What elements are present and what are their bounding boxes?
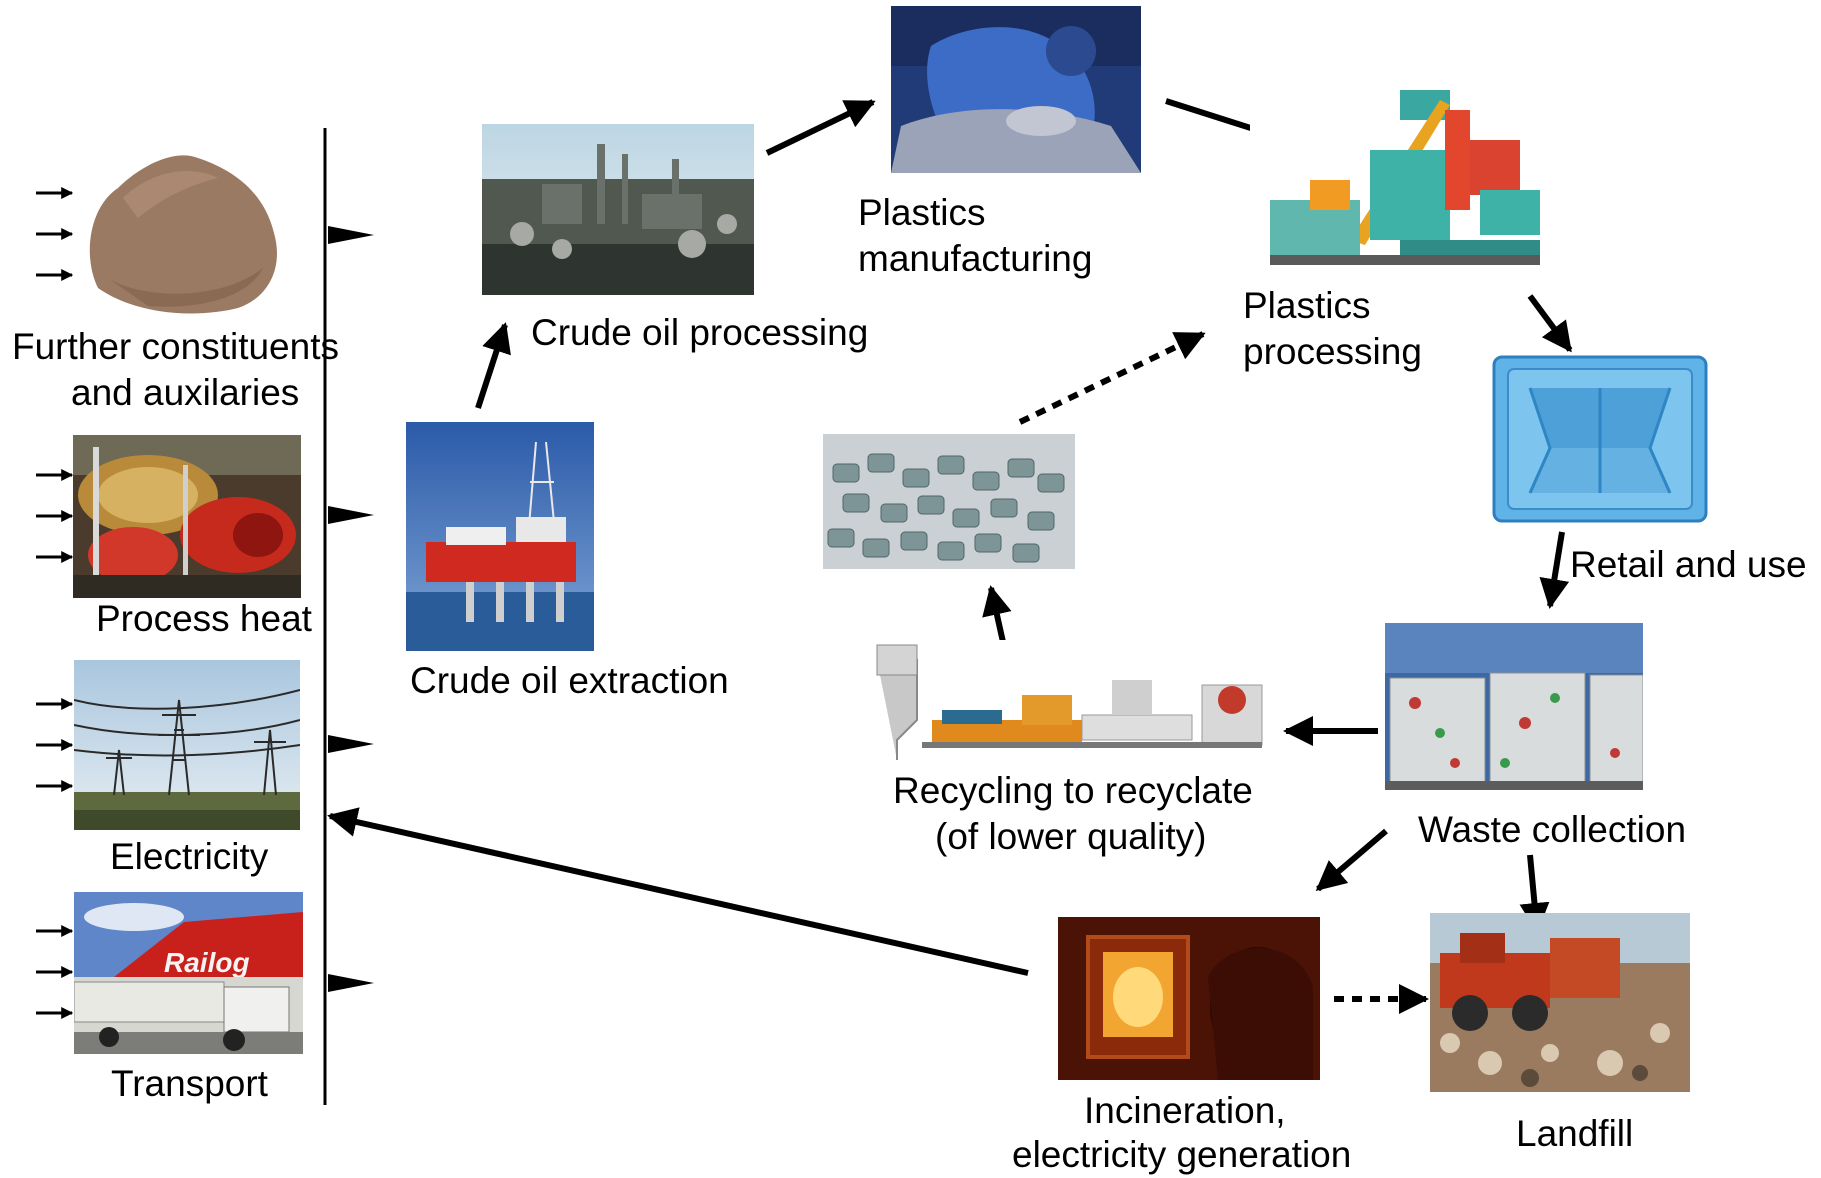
crude-oil-extraction-image	[406, 422, 594, 651]
label-plastics-processing-line2: processing	[1243, 331, 1422, 372]
arrow-plastics-processing-to-retail	[1527, 294, 1573, 353]
input-arrows	[36, 187, 74, 1019]
recyclate-pellets-image	[823, 434, 1075, 569]
label-process-heat: Process heat	[96, 598, 312, 639]
arrow-incineration-to-boundary	[327, 807, 1029, 976]
electricity-image	[74, 660, 300, 830]
label-further-constituents: Further constituents	[12, 326, 339, 367]
label-recycling-line2: (of lower quality)	[935, 816, 1207, 857]
retail-product-image	[1490, 353, 1710, 525]
label-incineration-line2: electricity generation	[1012, 1134, 1352, 1175]
powder-image	[78, 138, 284, 318]
waste-collection-image	[1385, 623, 1643, 790]
label-and-auxilaries: and auxilaries	[71, 372, 300, 413]
recycling-machine-image	[872, 640, 1274, 770]
landfill-image	[1430, 913, 1690, 1092]
arrow-recyclate-to-plastics-processing-dotted	[1018, 331, 1206, 425]
label-landfill: Landfill	[1516, 1113, 1634, 1154]
arrow-waste-to-incineration	[1315, 828, 1388, 892]
process-heat-image	[73, 435, 301, 598]
label-crude-oil-processing: Crude oil processing	[531, 312, 869, 353]
truck-logo-text: Railog	[164, 947, 250, 978]
label-waste-collection: Waste collection	[1418, 809, 1687, 850]
label-recycling-line1: Recycling to recyclate	[893, 770, 1253, 811]
arrow-extraction-to-processing	[475, 322, 511, 409]
arrow-processing-to-manufacturing	[765, 99, 876, 156]
label-electricity: Electricity	[110, 836, 269, 877]
label-plastics-manufacturing-line2: manufacturing	[858, 238, 1093, 279]
label-incineration-line1: Incineration,	[1084, 1090, 1286, 1131]
crude-oil-processing-image	[482, 124, 754, 295]
label-crude-oil-extraction: Crude oil extraction	[410, 660, 729, 701]
label-plastics-manufacturing-line1: Plastics	[858, 192, 986, 233]
incineration-image	[1058, 917, 1320, 1080]
transport-image: Railog	[74, 892, 303, 1054]
label-transport: Transport	[111, 1063, 268, 1104]
arrow-retail-to-waste	[1539, 531, 1570, 609]
label-plastics-processing-line1: Plastics	[1243, 285, 1371, 326]
boundary-output-triangles	[328, 226, 374, 992]
plastics-processing-machine-image	[1250, 80, 1550, 285]
label-retail-and-use: Retail and use	[1570, 544, 1807, 585]
plastics-manufacturing-image	[891, 6, 1141, 173]
